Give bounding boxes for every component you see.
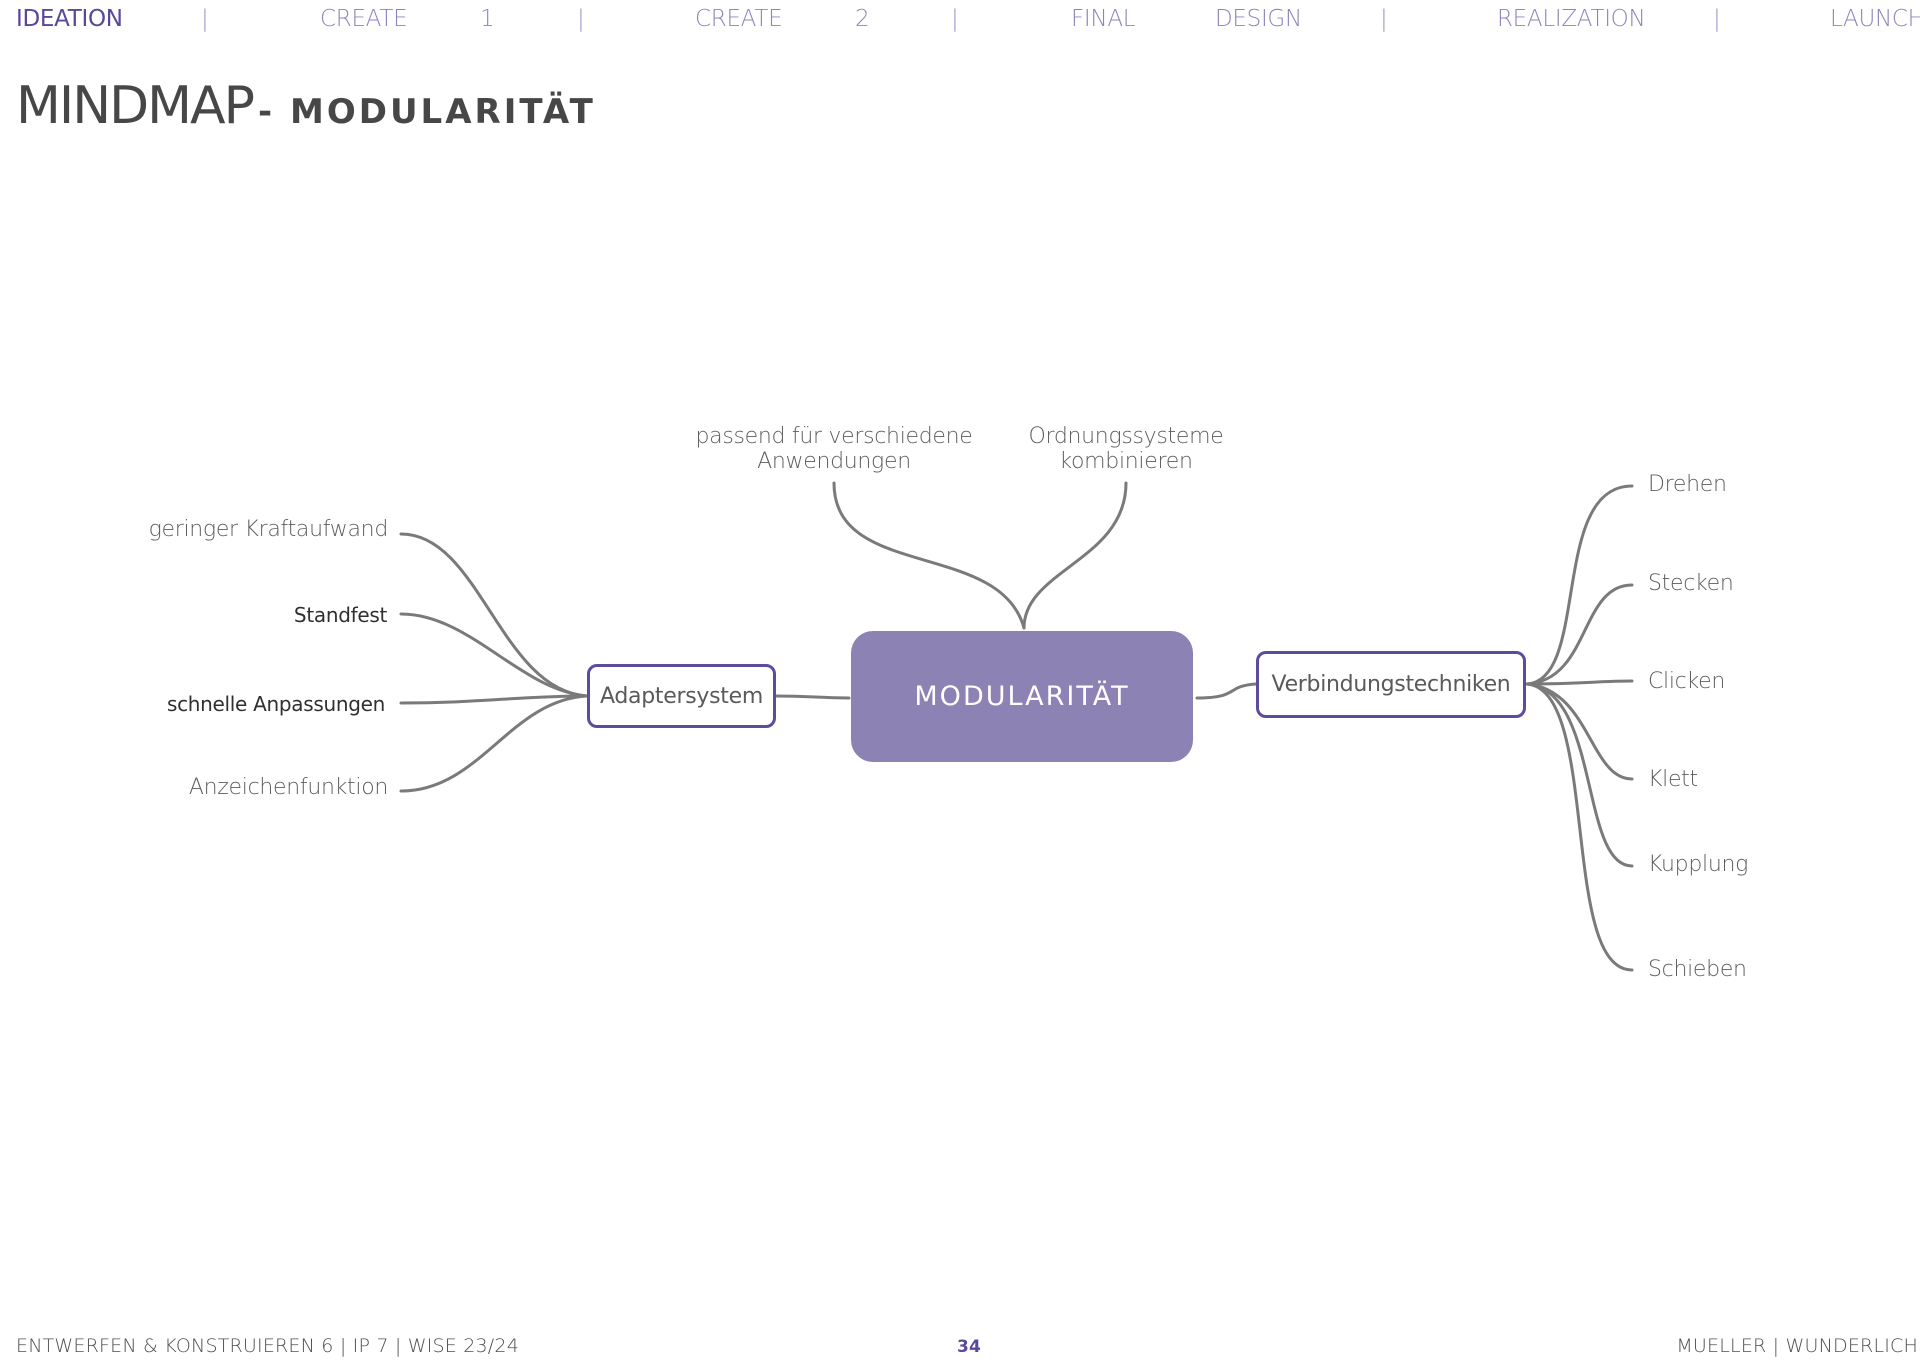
page-title-main: MINDMAP bbox=[16, 76, 255, 136]
connector-klett bbox=[1525, 682, 1634, 781]
branch-ordnungssysteme: Ordnungssysteme kombinieren bbox=[1006, 424, 1246, 474]
footer-course-info: ENTWERFEN & KONSTRUIEREN 6 | IP 7 | WISE… bbox=[16, 1335, 519, 1357]
nav-final[interactable]: FINAL bbox=[1071, 6, 1136, 32]
connector-ordnungssysteme bbox=[1022, 481, 1128, 630]
connector-schieben bbox=[1525, 682, 1634, 972]
branch-stecken: Stecken bbox=[1648, 571, 1734, 596]
branch-passend-line1: passend für verschiedene bbox=[695, 424, 973, 449]
branch-ordnungssysteme-line1: Ordnungssysteme bbox=[1028, 424, 1224, 449]
nav-separator: | bbox=[1713, 6, 1721, 32]
footer-authors: MUELLER | WUNDERLICH bbox=[1676, 1335, 1918, 1357]
branch-klett: Klett bbox=[1648, 767, 1698, 792]
branch-drehen: Drehen bbox=[1648, 472, 1727, 497]
nav-separator: | bbox=[951, 6, 959, 32]
nav-separator: | bbox=[201, 6, 209, 32]
connector-anzeichenfunktion bbox=[399, 694, 589, 793]
page-title-sub: - MODULARITÄT bbox=[258, 92, 596, 132]
connector-drehen bbox=[1525, 484, 1634, 686]
branch-ordnungssysteme-line2: kombinieren bbox=[1059, 449, 1193, 474]
branch-clicken: Clicken bbox=[1648, 669, 1726, 694]
branch-schieben: Schieben bbox=[1648, 957, 1747, 982]
connector-adapter-center bbox=[774, 694, 851, 700]
connector-stecken bbox=[1525, 583, 1634, 686]
page-title: MINDMAP - MODULARITÄT bbox=[16, 76, 596, 136]
nav-separator: | bbox=[1380, 6, 1388, 32]
nav-create-2-word[interactable]: CREATE bbox=[695, 6, 783, 32]
node-adaptersystem: Adaptersystem bbox=[587, 664, 776, 728]
branch-standfest: Standfest bbox=[293, 603, 387, 627]
connector-clicken bbox=[1525, 679, 1634, 686]
connector-center-verbindung bbox=[1195, 682, 1258, 700]
nav-create-1-word[interactable]: CREATE bbox=[320, 6, 408, 32]
connector-standfest bbox=[399, 612, 589, 698]
footer-page-number: 34 bbox=[957, 1337, 982, 1357]
connector-schnelle-anpassungen bbox=[399, 694, 589, 705]
connector-geringer-kraftaufwand bbox=[399, 532, 589, 698]
nav-separator: | bbox=[577, 6, 585, 32]
nav-create-2-number[interactable]: 2 bbox=[855, 6, 870, 32]
connector-passend bbox=[832, 481, 1026, 630]
nav-realization[interactable]: REALIZATION bbox=[1497, 6, 1646, 32]
nav-launch[interactable]: LAUNCH bbox=[1830, 6, 1920, 32]
branch-passend: passend für verschiedene Anwendungen bbox=[684, 424, 984, 474]
branch-geringer-kraftaufwand: geringer Kraftaufwand bbox=[148, 517, 389, 542]
nav-ideation[interactable]: IDEATION bbox=[16, 6, 123, 32]
connector-kupplung bbox=[1525, 682, 1634, 868]
branch-kupplung: Kupplung bbox=[1648, 852, 1749, 877]
nav-design[interactable]: DESIGN bbox=[1215, 6, 1302, 32]
phase-navigation: IDEATION | CREATE 1 | CREATE 2 | FINAL D… bbox=[0, 4, 1920, 44]
branch-passend-line2: Anwendungen bbox=[757, 449, 911, 474]
branch-anzeichenfunktion: Anzeichenfunktion bbox=[188, 775, 388, 800]
branch-schnelle-anpassungen: schnelle Anpassungen bbox=[166, 692, 385, 716]
node-center-modularitaet: MODULARITÄT bbox=[851, 631, 1193, 762]
nav-create-1-number[interactable]: 1 bbox=[480, 6, 495, 32]
node-verbindungstechniken: Verbindungstechniken bbox=[1256, 651, 1526, 718]
